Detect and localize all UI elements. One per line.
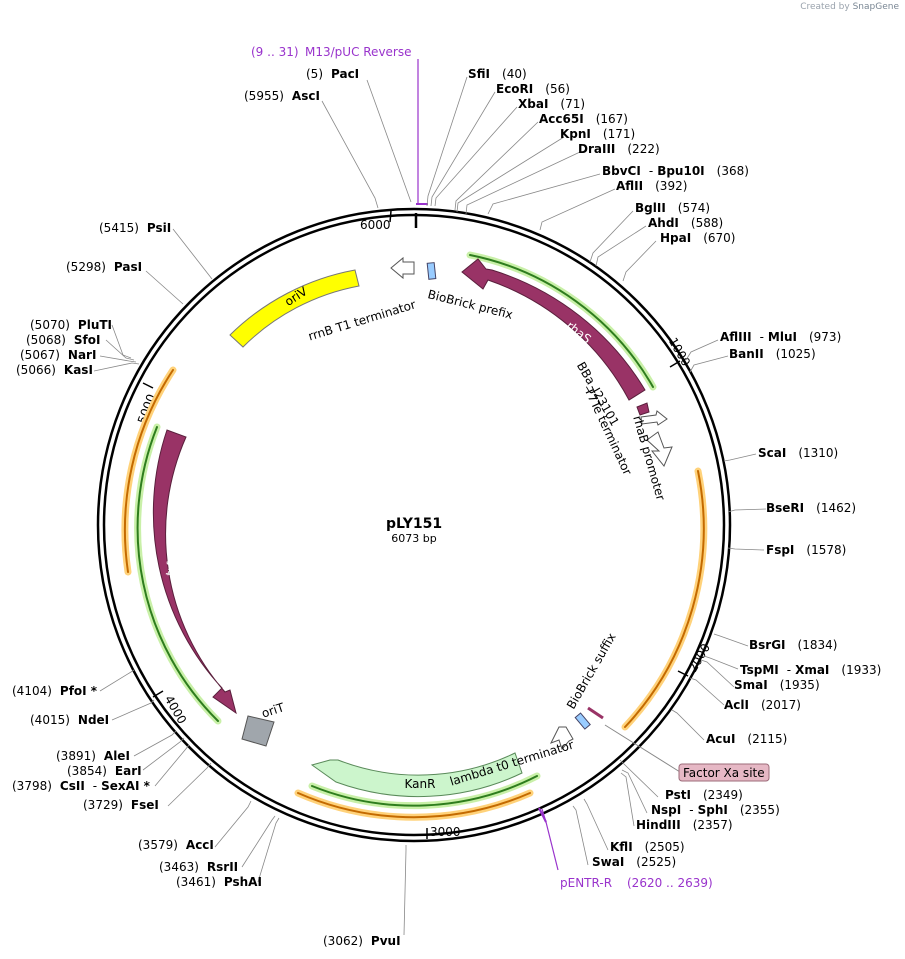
enzyme-bseri: BseRI(1462)	[766, 501, 856, 515]
enzyme-banii: BanII(1025)	[729, 347, 816, 361]
enzyme-draiii: DraIII(222)	[578, 142, 660, 156]
oriv-feature[interactable]: oriV	[229, 269, 360, 348]
biobrick-suffix-label: BioBrick suffix	[564, 631, 619, 712]
rrnb-t1-terminator-label: rrnB T1 terminator	[306, 297, 417, 343]
enzyme-swai: SwaI(2525)	[592, 855, 676, 869]
enzyme-acc65i: Acc65I(167)	[539, 112, 628, 126]
enzyme-ndei: (4015)NdeI	[30, 713, 109, 727]
enzyme-kpni: KpnI(171)	[560, 127, 635, 141]
enzyme-pshai: (3461)PshAI	[176, 875, 262, 889]
primer-pentr-name: pENTR-R	[560, 876, 612, 890]
plasmid-length: 6073 bp	[391, 532, 436, 545]
enzyme-sfii: SfiI(40)	[468, 67, 527, 81]
trfA-label: trfA	[163, 552, 180, 577]
enzyme-tspmi-xmai: TspMI-XmaI(1933)	[740, 663, 881, 677]
lambda-t0-terminator-feature[interactable]: lambda t0 terminator	[448, 726, 575, 789]
kanr-feature[interactable]: KanR	[310, 752, 523, 797]
enzyme-alei: (3891)AleI	[56, 749, 130, 763]
rrnb-t1-terminator-feature[interactable]: rrnB T1 terminator	[306, 256, 417, 343]
enzyme-ecori: EcoRI(56)	[496, 82, 570, 96]
enzyme-acci: (3579)AccI	[138, 838, 214, 852]
enzyme-aflii: AflII(392)	[616, 179, 687, 193]
plasmid-name: pLY151	[386, 516, 442, 532]
trfA-feature[interactable]: trfA	[152, 429, 237, 715]
enzyme-csii-sexai: (3798)CsII-SexAI *	[12, 779, 151, 793]
enzyme-pfoi: (4104)PfoI *	[12, 684, 98, 698]
primer-m13-puc-reverse[interactable]: (9 .. 31) M13/pUC Reverse	[251, 45, 428, 205]
enzyme-nspi-sphi: NspI-SphI(2355)	[651, 803, 780, 817]
enzyme-xbai: XbaI(71)	[518, 97, 585, 111]
enzyme-fspi: FspI(1578)	[766, 543, 846, 557]
primer-m13-name: M13/pUC Reverse	[305, 45, 412, 59]
biobrick-prefix-label: BioBrick prefix	[426, 287, 514, 322]
enzyme-nari: (5067)NarI	[20, 348, 96, 362]
enzyme-fsei: (3729)FseI	[83, 798, 159, 812]
enzyme-ahdi: AhdI(588)	[648, 216, 723, 230]
orf-arcs-orange	[121, 366, 708, 821]
factor-xa-site-feature[interactable]: Factor Xa site	[604, 724, 770, 782]
enzyme-paci: (5)PacI	[306, 67, 359, 81]
snapgene-logo: SnapGene	[852, 2, 899, 12]
snapgene-credit: Created by SnapGene	[800, 2, 899, 12]
enzyme-psti: PstI(2349)	[665, 788, 743, 802]
tick-label-3000: 3000	[430, 825, 461, 839]
enzyme-hpai: HpaI(670)	[660, 231, 735, 245]
enzyme-rsrii: (3463)RsrII	[159, 860, 238, 874]
kanr-label: KanR	[405, 777, 436, 791]
enzyme-bbvci-bpu10i: BbvCI-Bpu10I(368)	[602, 164, 749, 178]
orit-feature[interactable]: oriT	[241, 700, 287, 747]
enzyme-hindiii: HindIII(2357)	[636, 818, 733, 832]
orf-arcs-green	[134, 251, 657, 810]
enzyme-leader-lines	[93, 76, 767, 936]
enzyme-kfli: KflI(2505)	[610, 840, 685, 854]
orit-label: oriT	[260, 700, 287, 721]
enzyme-smai: SmaI(1935)	[734, 678, 820, 692]
credit-prefix: Created by	[800, 2, 850, 12]
lambda-t0-terminator-label: lambda t0 terminator	[448, 738, 575, 789]
primer-pentr-range: (2620 .. 2639)	[627, 876, 713, 890]
enzyme-acui: AcuI(2115)	[706, 732, 787, 746]
enzyme-bglii: BglII(574)	[635, 201, 710, 215]
primer-pentr-r[interactable]: pENTR-R (2620 .. 2639)	[538, 807, 713, 890]
backbone	[96, 207, 732, 843]
enzyme-psii: (5415)PsiI	[99, 221, 171, 235]
rhaS-feature[interactable]: rhaS	[461, 258, 646, 401]
enzyme-bsrgi: BsrGI(1834)	[749, 638, 837, 652]
rhab-promoter-feature[interactable]: rhaB promoter	[630, 414, 673, 502]
enzyme-acli: AclI(2017)	[724, 698, 801, 712]
enzyme-asci: (5955)AscI	[244, 89, 320, 103]
tick-marks	[142, 210, 689, 839]
enzyme-pvui: (3062)PvuI	[323, 934, 401, 948]
primer-m13-range: (9 .. 31)	[251, 45, 299, 59]
enzyme-scai: ScaI(1310)	[758, 446, 838, 460]
enzyme-afliii-mlui: AflIII-MluI(973)	[720, 330, 841, 344]
enzyme-pasi: (5298)PasI	[66, 260, 142, 274]
enzyme-pluti: (5070)PluTI	[30, 318, 112, 332]
factor-xa-label: Factor Xa site	[683, 766, 765, 780]
enzyme-sfoi: (5068)SfoI	[26, 333, 100, 347]
enzyme-eari: (3854)EarI	[67, 764, 142, 778]
enzyme-kasi: (5066)KasI	[16, 363, 93, 377]
biobrick-suffix-feature[interactable]: BioBrick suffix	[564, 631, 619, 730]
tick-label-6000: 6000	[360, 218, 391, 232]
